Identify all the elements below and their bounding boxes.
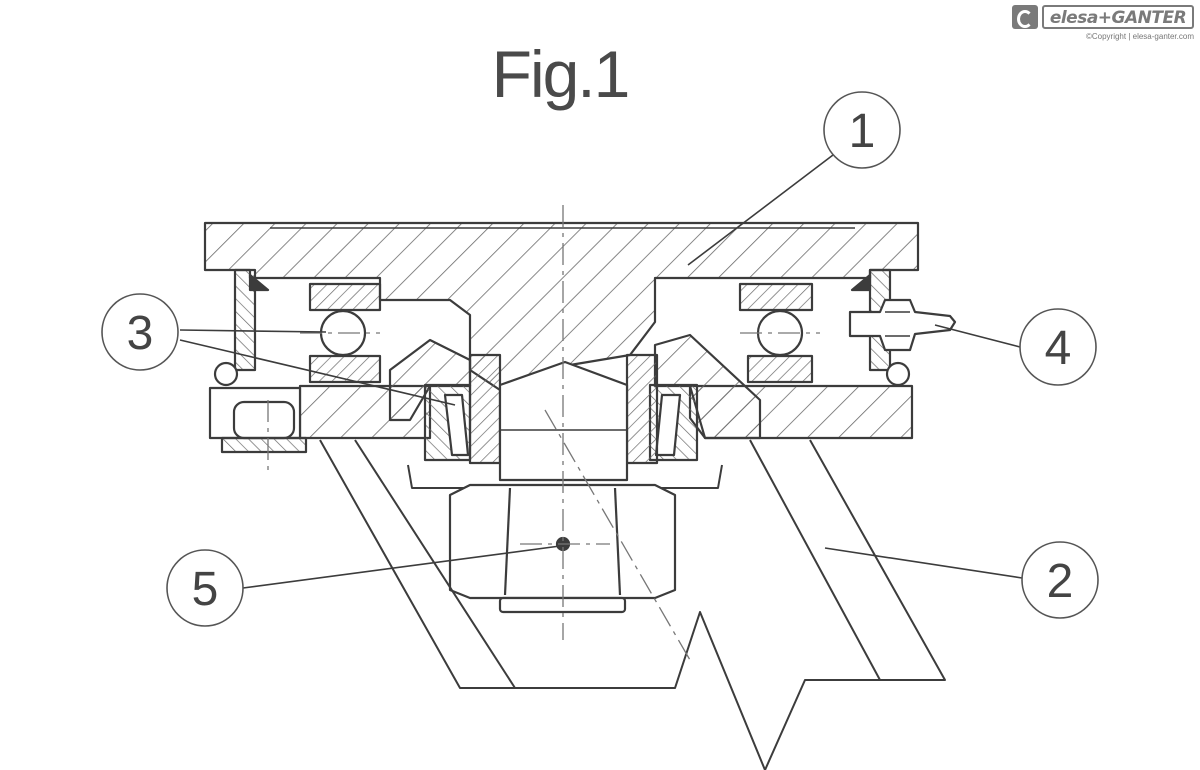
race-lower-right: [746, 354, 814, 384]
grease-nipple: [848, 298, 957, 352]
figure-title: Fig.1: [491, 37, 631, 111]
callout-1: 1: [823, 91, 901, 169]
callout-2: 2: [1021, 541, 1099, 619]
svg-text:4: 4: [1045, 322, 1072, 375]
left-seal-wall: [233, 268, 257, 372]
race-upper-left: [308, 282, 382, 312]
copyright-text: ©Copyright | elesa-ganter.com: [1085, 32, 1194, 41]
taper-bearing-right-inner: [625, 353, 659, 465]
fork-inner-right: [749, 439, 881, 681]
callout-5: 5: [166, 549, 244, 627]
callout-3: 3: [101, 293, 179, 371]
left-foot-base: [220, 436, 308, 454]
race-lower-left: [308, 354, 382, 384]
svg-text:5: 5: [192, 563, 219, 616]
brand-logo: elesa+GANTER ©Copyright | elesa-ganter.c…: [1012, 4, 1194, 44]
fork-inner-left: [354, 439, 516, 689]
brand-mark-icon: [1012, 5, 1038, 29]
svg-text:1: 1: [849, 105, 876, 158]
central-shaft: [498, 360, 629, 482]
oring-right: [885, 361, 911, 387]
brand-name: elesa+GANTER: [1042, 5, 1194, 29]
svg-text:2: 2: [1047, 555, 1074, 608]
taper-bearing-left-inner: [468, 353, 502, 465]
callout-4: 4: [1019, 308, 1097, 386]
race-upper-right: [738, 282, 814, 312]
fork-outer: [319, 439, 946, 770]
svg-text:3: 3: [127, 307, 154, 360]
oring-left: [213, 361, 239, 387]
